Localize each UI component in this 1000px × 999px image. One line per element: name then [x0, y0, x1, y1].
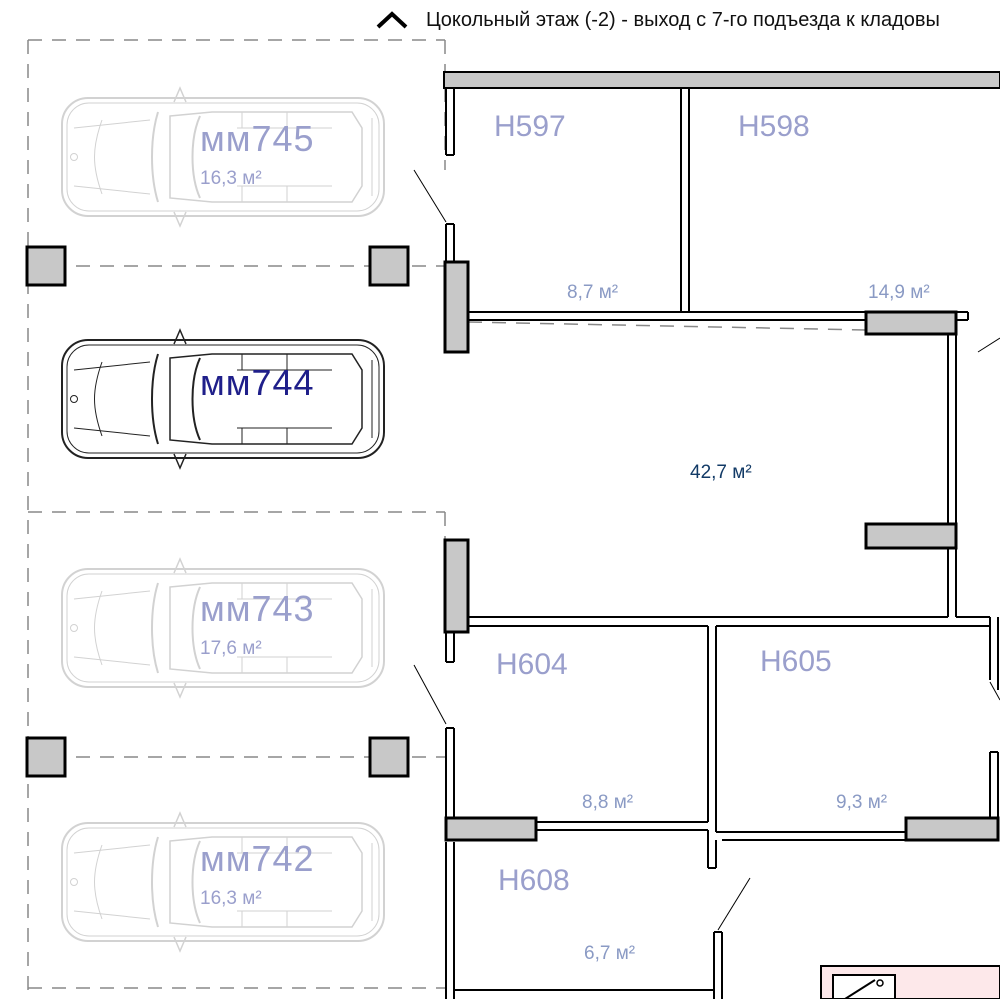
room-label-h608[interactable]: Н608 [498, 864, 570, 897]
parking-spot-area: 16,3 м² [200, 168, 262, 189]
columns [25, 245, 410, 778]
parking-spot-area: 16,3 м² [200, 888, 262, 909]
room-area-h605: 9,3 м² [836, 792, 888, 813]
parking-spot-label[interactable]: мм745 [200, 118, 315, 159]
room-area-h604: 8,8 м² [582, 792, 634, 813]
room-area-h598: 14,9 м² [868, 282, 930, 303]
chevron-up-icon[interactable] [372, 7, 412, 33]
parking-spot-area: 17,6 м² [200, 638, 262, 659]
walls [413, 88, 1000, 999]
room-label-h604[interactable]: Н604 [496, 648, 568, 681]
room-label-h597[interactable]: Н597 [494, 110, 566, 143]
parking-spot-label[interactable]: мм742 [200, 838, 315, 879]
room-label-h598[interactable]: Н598 [738, 110, 810, 143]
hall-area: 42,7 м² [690, 462, 752, 483]
floor-header: Цокольный этаж (-2) - выход с 7-го подъе… [372, 2, 940, 38]
bathroom-fragment [820, 965, 1000, 999]
car-mm742 [61, 812, 385, 952]
room-label-h605[interactable]: Н605 [760, 645, 832, 678]
floor-title: Цокольный этаж (-2) - выход с 7-го подъе… [426, 8, 940, 31]
parking-spot-label-selected[interactable]: мм744 [200, 362, 315, 403]
parking-spot-label[interactable]: мм743 [200, 588, 315, 629]
room-area-h597: 8,7 м² [567, 282, 619, 303]
wall-blocks [443, 260, 1000, 842]
room-area-h608: 6,7 м² [584, 943, 636, 964]
